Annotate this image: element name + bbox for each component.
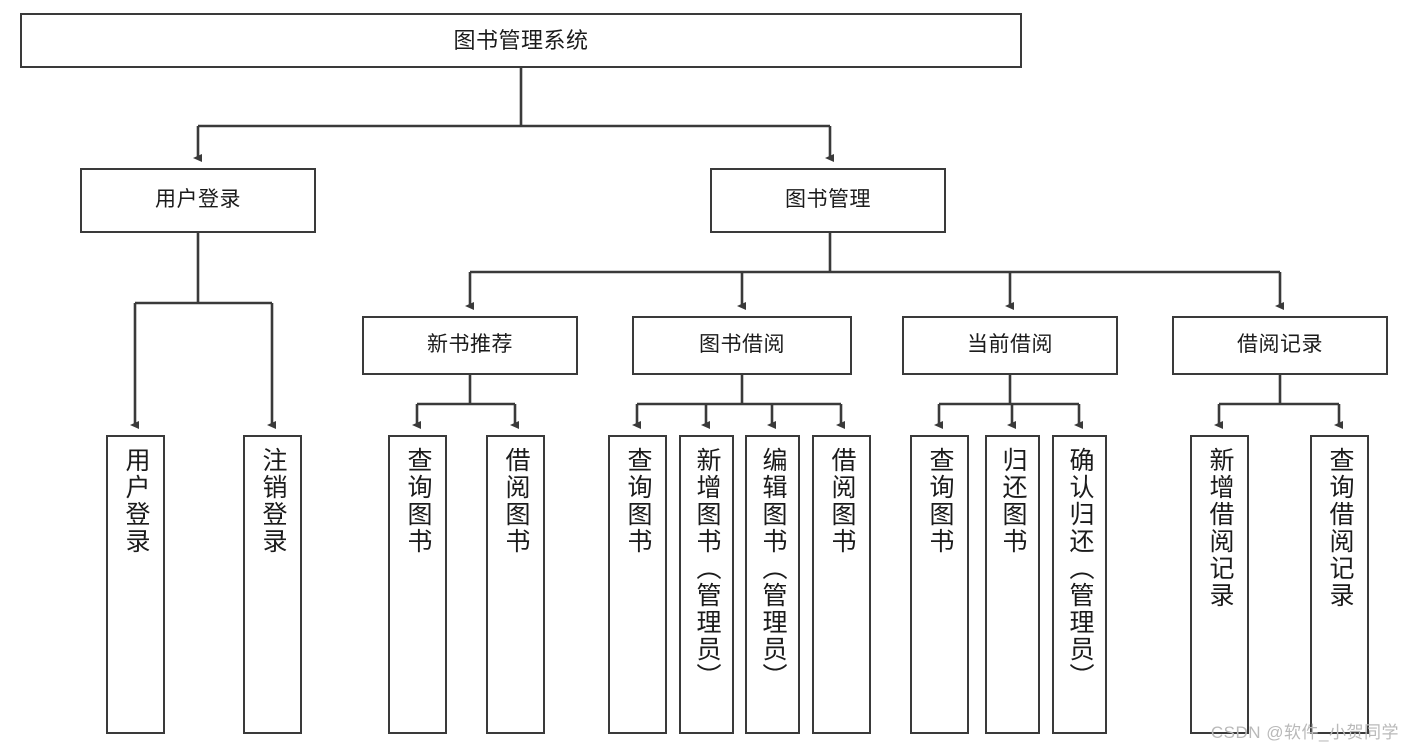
leaf-query-book-borrow-label: 查询图书 — [624, 447, 652, 555]
leaf-query-book-borrow[interactable]: 查询图书 — [608, 435, 667, 734]
node-book-borrow[interactable]: 图书借阅 — [632, 316, 852, 375]
node-current-borrow[interactable]: 当前借阅 — [902, 316, 1118, 375]
leaf-confirm-return-label: 确认归还（管理员） — [1066, 447, 1094, 690]
node-current-borrow-label: 当前借阅 — [967, 333, 1053, 357]
leaf-user-login-label: 用户登录 — [122, 447, 150, 555]
leaf-return-book-label: 归还图书 — [999, 447, 1027, 555]
leaf-add-record[interactable]: 新增借阅记录 — [1190, 435, 1249, 734]
leaf-query-record-label: 查询借阅记录 — [1326, 447, 1354, 609]
leaf-add-record-label: 新增借阅记录 — [1206, 447, 1234, 609]
leaf-borrow-book-rec[interactable]: 借阅图书 — [486, 435, 545, 734]
node-book-manage[interactable]: 图书管理 — [710, 168, 946, 233]
watermark: CSDN @软件_小贺同学 — [1210, 723, 1399, 742]
node-book-manage-label: 图书管理 — [785, 188, 871, 212]
leaf-query-book-rec[interactable]: 查询图书 — [388, 435, 447, 734]
leaf-borrow-book[interactable]: 借阅图书 — [812, 435, 871, 734]
leaf-query-record[interactable]: 查询借阅记录 — [1310, 435, 1369, 734]
node-user-login-label: 用户登录 — [155, 188, 241, 212]
leaf-edit-book[interactable]: 编辑图书（管理员） — [745, 435, 800, 734]
leaf-add-book[interactable]: 新增图书（管理员） — [679, 435, 734, 734]
node-root-label: 图书管理系统 — [453, 27, 589, 53]
node-book-borrow-label: 图书借阅 — [699, 333, 785, 357]
leaf-user-login[interactable]: 用户登录 — [106, 435, 165, 734]
leaf-query-book-rec-label: 查询图书 — [404, 447, 432, 555]
leaf-confirm-return[interactable]: 确认归还（管理员） — [1052, 435, 1107, 734]
leaf-add-book-label: 新增图书（管理员） — [693, 447, 721, 690]
leaf-query-book-cur[interactable]: 查询图书 — [910, 435, 969, 734]
node-root[interactable]: 图书管理系统 — [20, 13, 1022, 68]
node-new-book-rec-label: 新书推荐 — [427, 333, 513, 357]
leaf-edit-book-label: 编辑图书（管理员） — [759, 447, 787, 690]
leaf-user-logout-label: 注销登录 — [259, 447, 287, 555]
leaf-user-logout[interactable]: 注销登录 — [243, 435, 302, 734]
leaf-borrow-book-label: 借阅图书 — [828, 447, 856, 555]
node-user-login[interactable]: 用户登录 — [80, 168, 316, 233]
leaf-query-book-cur-label: 查询图书 — [926, 447, 954, 555]
node-borrow-record[interactable]: 借阅记录 — [1172, 316, 1388, 375]
leaf-return-book[interactable]: 归还图书 — [985, 435, 1040, 734]
node-borrow-record-label: 借阅记录 — [1237, 333, 1323, 357]
node-new-book-rec[interactable]: 新书推荐 — [362, 316, 578, 375]
leaf-borrow-book-rec-label: 借阅图书 — [502, 447, 530, 555]
